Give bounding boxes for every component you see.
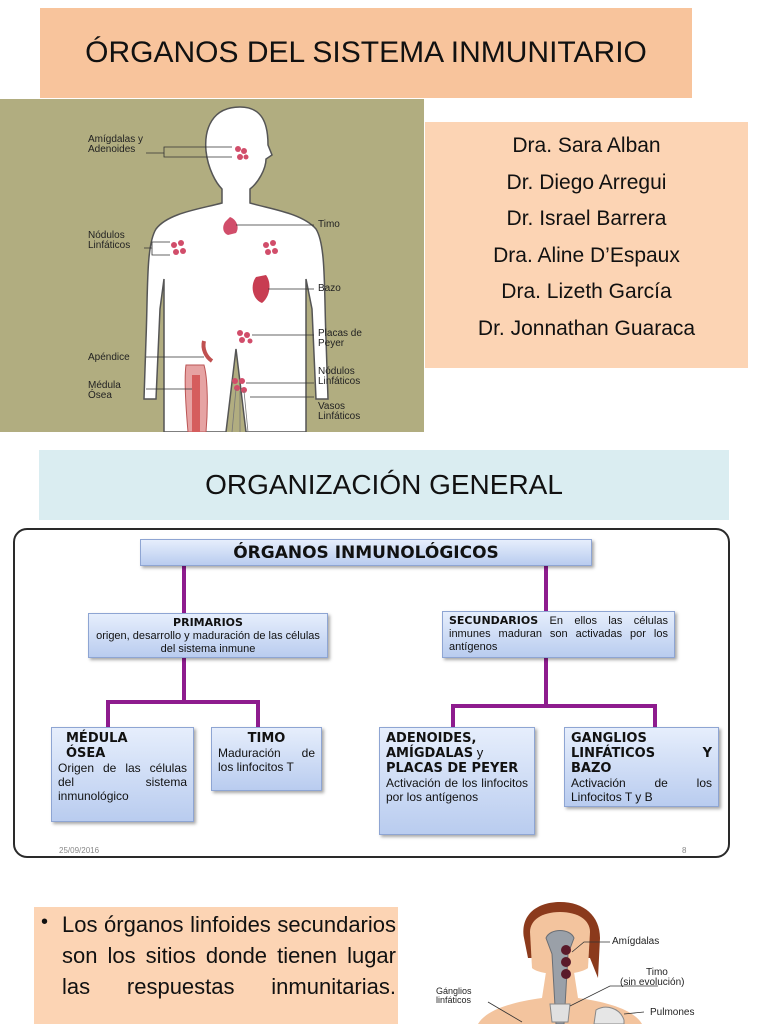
adenoides-text: Activación de los linfocitos por los ant…	[386, 776, 528, 804]
connector-line	[451, 704, 657, 708]
label-amigdalas: Amígdalas y Adenoides	[88, 134, 144, 155]
secundarios-box: SECUNDARIOS En ellos las células inmunes…	[442, 611, 675, 658]
author-name: Dr. Israel Barrera	[506, 207, 667, 230]
secundarios-text: En ellos las células inmunes maduran son…	[449, 615, 668, 653]
slide-number: 8	[682, 846, 687, 855]
author-name: Dr. Diego Arregui	[506, 170, 667, 194]
label-timo: Timo	[318, 219, 340, 230]
bullet-text: Los órganos linfoides secundarios son lo…	[62, 912, 396, 999]
ganglios-box: GANGLIOS LINFÁTICOS Y BAZO Activación de…	[564, 727, 719, 807]
connector-line	[106, 700, 260, 704]
connector-line	[544, 566, 548, 613]
label-pulmones: Pulmones	[650, 1007, 695, 1018]
label-nodulos-right: Nódulos Linfáticos	[318, 366, 361, 387]
root-title: ÓRGANOS INMUNOLÓGICOS	[233, 543, 499, 563]
label-placas: Placas de Peyer	[318, 328, 362, 349]
lymphoid-organs-figure: Amígdalas Timo (sin evolución) Gánglios …	[428, 898, 748, 1024]
bullet-icon: •	[41, 911, 49, 933]
label-vasos: Vasos Linfáticos	[318, 401, 361, 422]
timo-text: Maduración de los linfocitos T	[218, 746, 315, 774]
medula-title: MÉDULA ÓSEA	[66, 731, 128, 761]
bullet-paragraph: • Los órganos linfoides secundarios son …	[34, 907, 398, 1024]
timo-box: TIMO Maduración de los linfocitos T	[211, 727, 322, 791]
head-torso-illustration	[478, 902, 658, 1024]
ganglios-title: GANGLIOS LINFÁTICOS Y BAZO	[571, 731, 712, 776]
secundarios-title: SECUNDARIOS	[449, 614, 539, 627]
primarios-title: PRIMARIOS	[173, 616, 243, 629]
label-bazo: Bazo	[318, 283, 341, 294]
label-ganglios-sub: linfáticos	[436, 995, 472, 1005]
label-timo-2: Timo	[646, 967, 668, 978]
connector-line	[182, 566, 186, 616]
connector-line	[106, 700, 110, 728]
org-chart: ÓRGANOS INMUNOLÓGICOS PRIMARIOS origen, …	[13, 528, 730, 858]
medula-text: Origen de las células del sistema inmuno…	[58, 761, 187, 803]
primarios-text: origen, desarrollo y maduración de las c…	[96, 630, 320, 655]
label-ganglios: Gánglios	[436, 986, 472, 996]
label-timo-sub: (sin evolución)	[620, 977, 685, 988]
connector-line	[653, 704, 657, 728]
root-box: ÓRGANOS INMUNOLÓGICOS	[140, 539, 592, 566]
body-silhouette-illustration	[143, 106, 329, 432]
label-nodulos: Nódulos Linfáticos	[88, 230, 131, 251]
timo-title: TIMO	[247, 731, 286, 746]
connector-line	[256, 700, 260, 728]
connector-line	[544, 656, 548, 706]
section-title: ORGANIZACIÓN GENERAL	[39, 450, 729, 520]
label-apendice: Apéndice	[88, 352, 130, 363]
connector-line	[182, 656, 186, 702]
page-title: ÓRGANOS DEL SISTEMA INMUNITARIO	[40, 8, 692, 98]
author-name: Dra. Lizeth García	[501, 280, 672, 303]
label-amigdalas-2: Amígdalas	[612, 936, 660, 947]
ganglios-text: Activación de los Linfocitos T y B	[571, 776, 712, 804]
label-medula: Médula Ósea	[88, 380, 121, 401]
slide-date: 25/09/2016	[59, 846, 100, 855]
primarios-box: PRIMARIOS origen, desarrollo y maduració…	[88, 613, 328, 658]
author-name: Dr. Jonnathan Guaraca	[477, 316, 696, 340]
connector-line	[451, 704, 455, 728]
adenoides-box: ADENOIDES, AMÍGDALAS y PLACAS DE PEYER A…	[379, 727, 535, 835]
immune-organs-figure: Amígdalas y Adenoides Nódulos Linfáticos…	[0, 99, 424, 432]
adenoides-title: ADENOIDES, AMÍGDALAS y PLACAS DE PEYER	[386, 731, 519, 776]
authors-list: Dra. Sara Alban Dr. Diego Arregui Dr. Is…	[425, 122, 748, 368]
author-name: Dra. Aline D’Espaux	[493, 243, 680, 267]
author-name: Dra. Sara Alban	[512, 134, 661, 157]
medula-box: MÉDULA ÓSEA Origen de las células del si…	[51, 727, 194, 822]
